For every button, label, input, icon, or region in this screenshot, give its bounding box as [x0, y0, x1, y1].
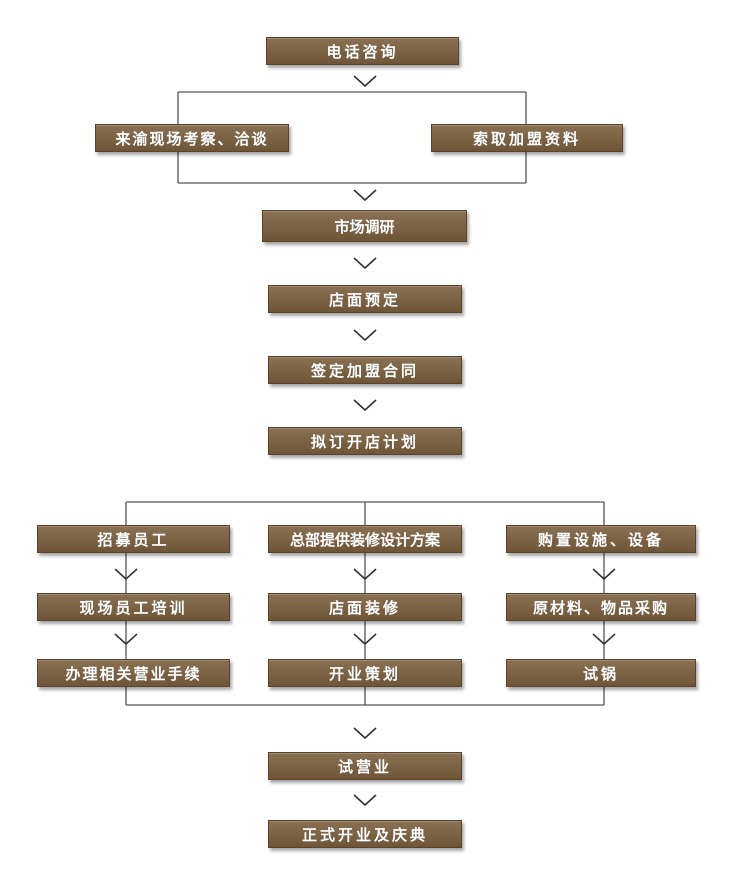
arrow-down-icon	[114, 633, 138, 646]
step-grand-opening: 正式开业及庆典	[268, 820, 462, 848]
step-buy-equipment: 购置设施、设备	[506, 525, 696, 553]
arrow-down-icon	[353, 75, 377, 88]
step-recruit-staff: 招募员工	[37, 525, 230, 553]
arrow-down-icon	[353, 633, 377, 646]
step-purchase-materials: 原材料、物品采购	[506, 593, 696, 621]
step-sign-contract: 签定加盟合同	[268, 356, 462, 384]
arrow-down-icon	[353, 794, 377, 807]
step-design-plan: 总部提供装修设计方案	[268, 525, 462, 553]
arrow-down-icon	[353, 399, 377, 412]
arrow-down-icon	[353, 329, 377, 342]
step-opening-planning: 开业策划	[268, 659, 462, 687]
arrow-down-icon	[353, 189, 377, 202]
step-trial-operation: 试营业	[268, 752, 462, 780]
step-site-visit: 来渝现场考察、洽谈	[95, 124, 289, 152]
arrow-down-icon	[592, 568, 616, 581]
step-staff-training: 现场员工培训	[37, 593, 230, 621]
arrow-down-icon	[592, 633, 616, 646]
step-store-decoration: 店面装修	[268, 593, 462, 621]
arrow-down-icon	[353, 568, 377, 581]
step-business-procedures: 办理相关营业手续	[37, 659, 230, 687]
arrow-down-icon	[353, 727, 377, 740]
step-request-materials: 索取加盟资料	[431, 124, 623, 152]
step-opening-plan: 拟订开店计划	[268, 427, 462, 455]
arrow-down-icon	[353, 257, 377, 270]
step-trial-pot: 试锅	[506, 659, 696, 687]
arrow-down-icon	[114, 568, 138, 581]
step-store-reserve: 店面预定	[268, 285, 462, 313]
step-phone-consult: 电话咨询	[266, 37, 459, 65]
step-market-research: 市场调研	[262, 210, 467, 242]
